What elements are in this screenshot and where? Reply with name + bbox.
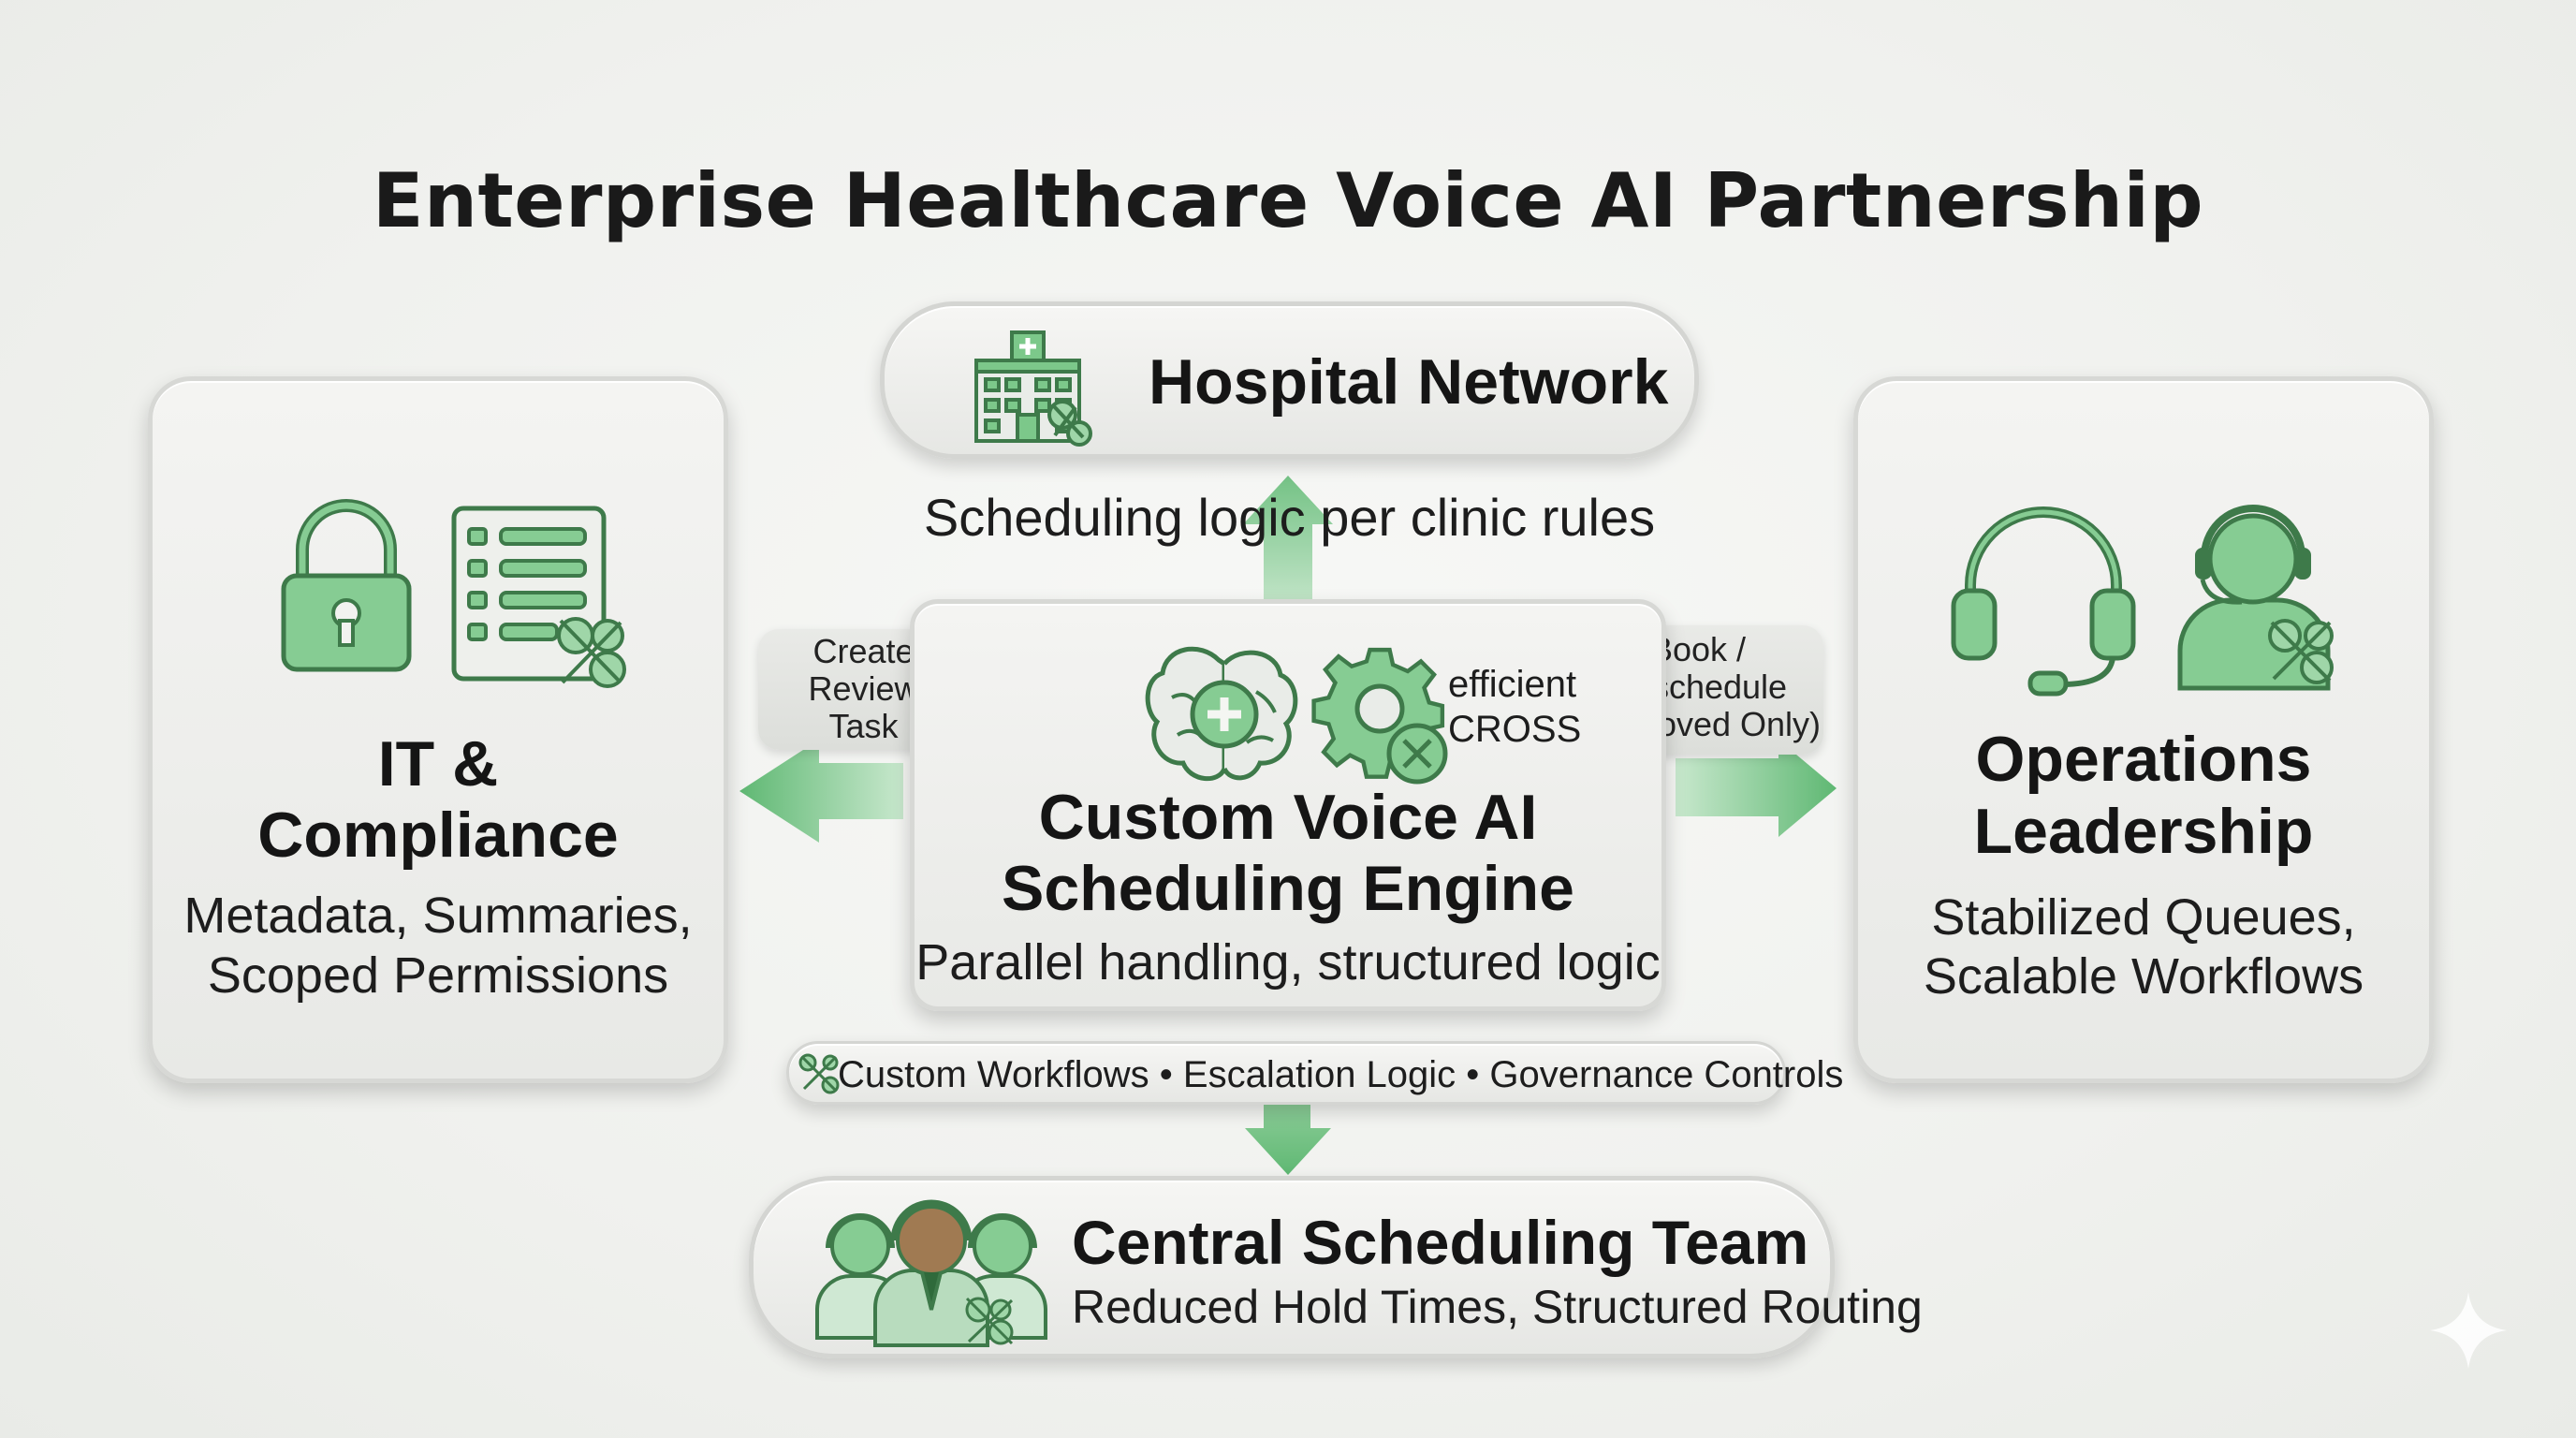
ops-sub-line1: Stabilized Queues, xyxy=(1931,889,2356,946)
hospital-network-node: Hospital Network xyxy=(880,301,1699,459)
engine-subtitle: Parallel handling, structured logic xyxy=(915,934,1661,990)
team-agents-icon xyxy=(815,1199,1047,1347)
engine-icon-label-line2: CROSS xyxy=(1448,709,1582,750)
ops-sub-line2: Scalable Workflows xyxy=(1923,948,2364,1005)
brain-icon xyxy=(1145,646,1298,782)
ops-title-line1: Operations xyxy=(1975,724,2312,795)
ops-title-line2: Leadership xyxy=(1973,796,2314,867)
engine-icon-label-line1: efficient xyxy=(1448,664,1577,705)
arrow-up-to-hospital xyxy=(1243,476,1333,599)
sparkle-icon xyxy=(2430,1292,2507,1369)
hospital-caption: Scheduling logic per clinic rules xyxy=(923,488,1656,547)
arrow-right-to-ops xyxy=(1676,740,1837,837)
arrow-left-to-it xyxy=(739,740,903,843)
agent-headset-icon xyxy=(2177,505,2334,691)
engine-title-line2: Scheduling Engine xyxy=(1001,853,1575,924)
tag-left-line1: Create xyxy=(812,632,915,670)
hospital-building-icon xyxy=(974,330,1092,447)
it-title-line2: Compliance xyxy=(257,800,619,871)
scheduling-team-node: Central Scheduling Team Reduced Hold Tim… xyxy=(749,1176,1923,1358)
hospital-network-label: Hospital Network xyxy=(1149,346,1669,418)
scheduling-team-subtitle: Reduced Hold Times, Structured Routing xyxy=(1072,1281,1923,1333)
diagram-title: Enterprise Healthcare Voice AI Partnersh… xyxy=(372,157,2204,244)
tag-left-line3: Task xyxy=(828,707,899,745)
features-text: Custom Workflows • Escalation Logic • Go… xyxy=(838,1054,1844,1095)
gear-icon xyxy=(1311,647,1448,785)
headset-icon xyxy=(1951,506,2136,697)
operations-leadership-card: Operations Leadership Stabilized Queues,… xyxy=(1853,376,2434,1083)
features-bar: Custom Workflows • Escalation Logic • Go… xyxy=(786,1041,1843,1105)
engine-title-line1: Custom Voice AI xyxy=(1038,782,1538,853)
arrow-down-to-team xyxy=(1245,1105,1331,1175)
scheduling-team-label: Central Scheduling Team xyxy=(1072,1208,1809,1277)
lock-icon xyxy=(281,499,412,672)
it-compliance-card: IT & Compliance Metadata, Summaries, Sco… xyxy=(148,376,728,1083)
tag-left-line2: Review xyxy=(808,669,919,708)
create-review-task-tag: Create Review Task xyxy=(758,629,931,750)
it-title-line1: IT & xyxy=(377,728,499,800)
it-sub-line1: Metadata, Summaries, xyxy=(183,888,693,944)
checklist-icon xyxy=(451,506,626,688)
it-sub-line2: Scoped Permissions xyxy=(207,947,669,1004)
scheduling-engine-card: efficient CROSS Custom Voice AI Scheduli… xyxy=(910,599,1666,1011)
tools-icon xyxy=(798,1053,840,1094)
